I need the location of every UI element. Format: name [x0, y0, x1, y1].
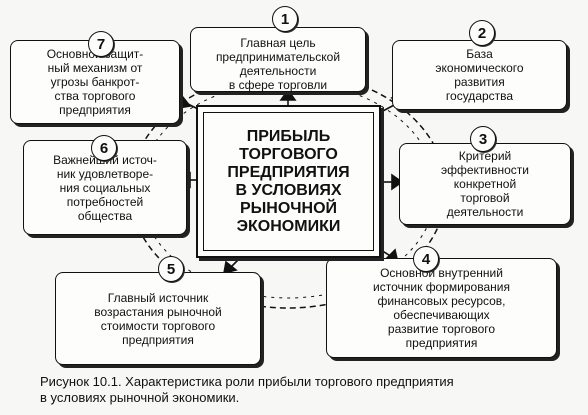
- role-number-4: 4: [413, 246, 439, 272]
- role-text-2: База экономического развития государства: [435, 47, 524, 103]
- role-text-5: Главный источник возрастания рыночной ст…: [94, 290, 222, 347]
- arrowhead-7: [176, 94, 192, 110]
- role-number-2: 2: [469, 20, 495, 46]
- role-text-4: Основной внутренний источник формировани…: [373, 266, 510, 350]
- role-number-5: 5: [158, 256, 184, 282]
- role-number-1: 1: [272, 6, 298, 32]
- role-text-3: Критерий эффективности конкретной торгов…: [440, 149, 529, 219]
- role-text-7: Основной защит- ный механизм от угрозы б…: [46, 47, 144, 117]
- role-box-2: База экономического развития государства: [392, 40, 567, 110]
- center-title: ПРИБЫЛЬ ТОРГОВОГО ПРЕДПРИЯТИЯ В УСЛОВИЯХ…: [227, 127, 350, 235]
- arrow-5: [231, 257, 241, 267]
- role-number-3: 3: [470, 126, 496, 152]
- figure-caption: Рисунок 10.1. Характеристика роли прибыл…: [40, 374, 454, 405]
- role-box-4: Основной внутренний источник формировани…: [326, 258, 557, 358]
- role-text-6: Важнейший источ- ник удовлетворе- ния со…: [53, 152, 157, 223]
- role-text-1: Главная цель предпринимательской деятель…: [215, 35, 341, 92]
- arrowhead-3: [391, 173, 404, 191]
- role-box-3: Критерий эффективности конкретной торгов…: [399, 143, 571, 225]
- role-box-5: Главный источник возрастания рыночной ст…: [55, 272, 261, 365]
- role-number-6: 6: [91, 135, 117, 161]
- center-inner-frame: ПРИБЫЛЬ ТОРГОВОГО ПРЕДПРИЯТИЯ В УСЛОВИЯХ…: [203, 112, 374, 251]
- role-box-7: Основной защит- ный механизм от угрозы б…: [10, 40, 180, 124]
- arrowhead-5: [222, 260, 238, 275]
- role-box-1: Главная цель предпринимательской деятель…: [190, 27, 366, 92]
- role-number-7: 7: [88, 31, 114, 57]
- center-box: ПРИБЫЛЬ ТОРГОВОГО ПРЕДПРИЯТИЯ В УСЛОВИЯХ…: [196, 105, 381, 258]
- arrowhead-1: [279, 88, 297, 101]
